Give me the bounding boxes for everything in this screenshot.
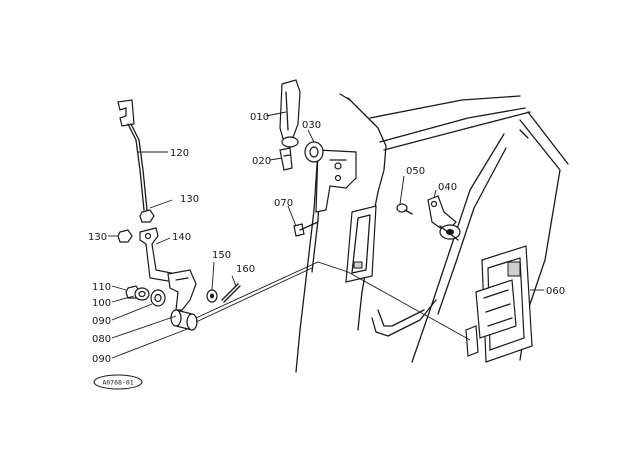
lock-cylinder-040 (427, 195, 461, 241)
nut-130-upper (139, 209, 155, 223)
inside-handle-010 (279, 79, 301, 148)
callout-160: 160 (236, 264, 255, 275)
callout-090-upper: 090 (92, 316, 111, 327)
callout-080: 080 (92, 334, 111, 345)
outside-handle-060 (465, 245, 533, 363)
connecting-rod (195, 261, 471, 341)
rod-120 (117, 99, 148, 211)
callout-070: 070 (274, 198, 293, 209)
nut-130-left (117, 229, 133, 243)
callout-020: 020 (252, 156, 271, 167)
bushing-080 (170, 309, 198, 331)
washer-100 (134, 287, 150, 301)
washer-030 (304, 141, 324, 163)
callout-130-left: 130 (88, 232, 107, 243)
door-panel-outline (295, 93, 569, 373)
leader-lines (108, 111, 544, 359)
collar-090-upper (150, 289, 166, 307)
lever-bracket (167, 269, 197, 311)
reference-code-text: A0768-01 (102, 379, 133, 387)
callout-100: 100 (92, 298, 111, 309)
callout-140: 140 (172, 232, 191, 243)
reference-code-badge: A0768-01 (93, 374, 143, 390)
pin-160 (221, 283, 241, 303)
callout-150: 150 (212, 250, 231, 261)
pin-020 (279, 147, 293, 171)
callout-060: 060 (546, 286, 565, 297)
callout-050: 050 (406, 166, 425, 177)
callout-090-lower: 090 (92, 354, 111, 365)
callout-120: 120 (170, 148, 189, 159)
callout-030: 030 (302, 120, 321, 131)
screw-050 (396, 203, 413, 215)
callout-110: 110 (92, 282, 111, 293)
washer-150 (206, 289, 218, 303)
callout-040: 040 (438, 182, 457, 193)
latch-bracket-plate (315, 149, 357, 213)
striker-slot (345, 205, 377, 283)
callout-010: 010 (250, 112, 269, 123)
callout-130-upper: 130 (180, 194, 199, 205)
bolt-070 (293, 221, 319, 237)
